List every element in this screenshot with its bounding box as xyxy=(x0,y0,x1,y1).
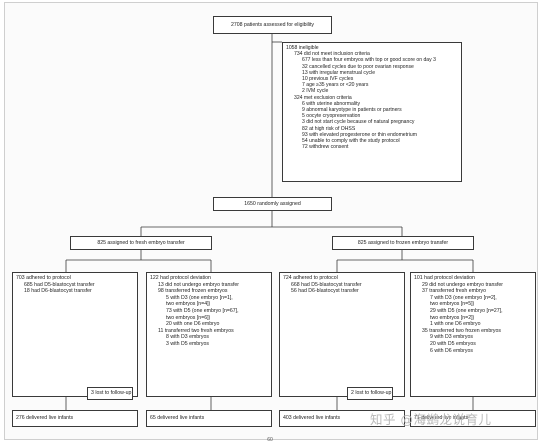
inclusion-item: 2 IVM cycle xyxy=(302,88,329,95)
inclusion-item: 7 age ≥35 years or <20 years xyxy=(302,82,369,89)
ineligible-title: 1058 ineligible xyxy=(286,45,319,51)
fresh-deviation-item: 5 with D3 (one embryo [n=1], xyxy=(166,294,233,301)
fresh-adhered-outcome: 276 delivered live infants xyxy=(16,415,74,421)
assessed-text: 2708 patients assessed for eligibility xyxy=(230,22,315,28)
frozen-deviation-box: 101 had protocol deviation 29 did not un… xyxy=(410,272,536,397)
frozen-deviation-item: 35 transferred two frozen embryos xyxy=(422,327,502,334)
fresh-deviation-item: 13 did not undergo embryo transfer xyxy=(158,281,240,288)
frozen-adhered-outcome: 403 delivered live infants xyxy=(283,415,341,421)
frozen-adhered-outcome-box: 403 delivered live infants xyxy=(279,410,405,427)
frozen-deviation-item: 29 did not undergo embryo transfer xyxy=(422,281,504,288)
frozen-adhered-item: 668 had D5-blastocyst transfer xyxy=(291,281,362,288)
frozen-assigned-box: 825 assigned to frozen embryo transfer xyxy=(332,236,474,250)
frozen-lost-box: 2 lost to follow-up xyxy=(347,387,393,400)
fresh-deviation-item: two embryos [n=6]) xyxy=(166,314,211,321)
inclusion-item: 32 cancelled cycles due to poor ovarian … xyxy=(302,63,414,70)
fresh-deviation-item: 8 with D3 embryos xyxy=(166,334,209,341)
frozen-deviation-outcome-box: 71 delivered live infants xyxy=(410,410,536,427)
frozen-deviation-item: 6 with D6 embryos xyxy=(430,347,473,354)
fresh-adhered-outcome-box: 276 delivered live infants xyxy=(12,410,138,427)
fresh-adhered-box: 703 adhered to protocol 685 had D5-blast… xyxy=(12,272,138,397)
frozen-deviation-item: 20 with D5 embryos xyxy=(430,340,476,347)
frozen-deviation-item: 1 with one D6 embryo xyxy=(430,321,481,328)
fresh-deviation-item: two embryos [n=4]) xyxy=(166,301,211,308)
exclusion-item: 93 with elevated progesterone or thin en… xyxy=(302,131,417,138)
frozen-deviation-item: two embryos [n=5]) xyxy=(430,301,475,308)
ineligible-box: 1058 ineligible 734 did not meet inclusi… xyxy=(282,42,462,182)
randomized-text: 1650 randomly assigned xyxy=(244,201,301,207)
fresh-assigned-box: 825 assigned to fresh embryo transfer xyxy=(70,236,212,250)
exclusion-item: 5 oocyte cryopreservation xyxy=(302,113,361,120)
fresh-deviation-item: 11 transferred two fresh embryos xyxy=(158,327,234,334)
frozen-deviation-item: two embryos [n=2]) xyxy=(430,314,475,321)
fresh-assigned-text: 825 assigned to fresh embryo transfer xyxy=(97,240,185,246)
fresh-deviation-item: 73 with D5 (one embryo [n=67], xyxy=(166,307,239,314)
watermark-text: 知乎 @海鹚龙说育儿 xyxy=(370,412,492,427)
inclusion-title: 734 did not meet inclusion criteria xyxy=(294,51,370,58)
exclusion-item: 54 unable to comply with the study proto… xyxy=(302,138,400,145)
exclusion-item: 82 at high risk of OHSS xyxy=(302,125,356,132)
fresh-deviation-outcome: 65 delivered live infants xyxy=(150,415,205,421)
fresh-deviation-item: 98 transferred frozen embryos xyxy=(158,288,228,295)
frozen-deviation-item: 7 with D3 (one embryo [n=2], xyxy=(430,294,497,301)
fresh-lost-box: 3 lost to follow-up xyxy=(87,387,133,400)
frozen-deviation-outcome: 71 delivered live infants xyxy=(414,415,469,421)
fresh-deviation-item: 3 with D5 embryos xyxy=(166,340,209,347)
exclusion-title: 324 met exclusion criteria xyxy=(294,94,352,101)
page-number: 60 xyxy=(267,437,273,443)
exclusion-item: 6 with uterine abnormality xyxy=(302,100,361,107)
exclusion-item: 9 abnormal karyotype in patients or part… xyxy=(302,107,402,114)
fresh-lost-text: 3 lost to follow-up xyxy=(91,390,132,396)
fresh-adhered-title: 703 adhered to protocol xyxy=(16,275,71,281)
randomized-box: 1650 randomly assigned xyxy=(213,197,332,211)
fresh-deviation-outcome-box: 65 delivered live infants xyxy=(146,410,272,427)
fresh-adhered-item: 18 had D6-blastocyst transfer xyxy=(24,288,92,295)
frozen-deviation-title: 101 had protocol deviation xyxy=(414,275,475,281)
fresh-deviation-item: 20 with one D6 embryo xyxy=(166,321,220,328)
fresh-deviation-box: 122 had protocol deviation 13 did not un… xyxy=(146,272,272,397)
exclusion-item: 3 did not start cycle because of natural… xyxy=(302,119,415,126)
fresh-adhered-item: 685 had D5-blastocyst transfer xyxy=(24,281,95,288)
frozen-adhered-item: 56 had D6-blastocyst transfer xyxy=(291,288,359,295)
inclusion-item: 10 previous IVF cycles xyxy=(302,76,354,83)
assessed-box: 2708 patients assessed for eligibility xyxy=(213,16,332,34)
frozen-adhered-box: 724 adhered to protocol 668 had D5-blast… xyxy=(279,272,405,397)
frozen-deviation-item: 9 with D3 embryos xyxy=(430,334,473,341)
frozen-deviation-item: 29 with D5 (one embryo [n=27], xyxy=(430,307,503,314)
inclusion-item: 13 with irregular menstrual cycle xyxy=(302,69,376,76)
fresh-deviation-title: 122 had protocol deviation xyxy=(150,275,211,281)
inclusion-item: 677 less than four embryos with top or g… xyxy=(302,57,436,64)
frozen-assigned-text: 825 assigned to frozen embryo transfer xyxy=(357,240,449,246)
frozen-adhered-title: 724 adhered to protocol xyxy=(283,275,338,281)
exclusion-item: 72 withdrew consent xyxy=(302,144,349,151)
frozen-lost-text: 2 lost to follow-up xyxy=(351,390,392,396)
frozen-deviation-item: 37 transferred fresh embryo xyxy=(422,288,487,295)
